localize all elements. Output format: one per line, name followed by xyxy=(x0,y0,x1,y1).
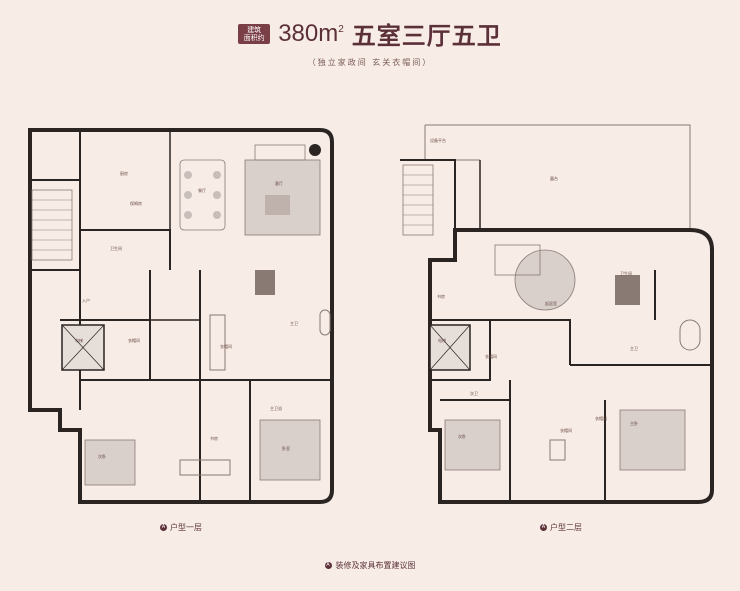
room-label: 衣帽间 xyxy=(595,415,607,421)
room-label: 主卫 xyxy=(630,345,638,351)
room-label: 设备平台 xyxy=(430,137,446,143)
floor-plan-1: 厨房 餐厅 客厅 保姆房 卫生间 入户 电梯 衣帽间 主卫 衣帽间 主卫浴 次卧… xyxy=(20,120,340,510)
layout-title: 五室三厅五卫 xyxy=(351,22,502,50)
footer-text: 装修及家具布置建议图 xyxy=(335,561,416,570)
floor-plan-1-drawing: 厨房 餐厅 客厅 保姆房 卫生间 入户 电梯 衣帽间 主卫 衣帽间 主卫浴 次卧… xyxy=(28,128,334,504)
room-label: 露台 xyxy=(550,175,558,181)
room-label: 卫生间 xyxy=(620,270,632,276)
floor-plan-2-drawing: 设备平台 露台 起居室 书房 卫生间 电梯 主卫 次卫 衣帽间 主卧 衣帽间 次… xyxy=(400,124,714,504)
header: 建筑 面积约 380m2 五室三厅五卫 （独立家政间 玄关衣帽间） xyxy=(0,16,740,68)
room-label: 书房 xyxy=(210,435,218,441)
room-label: 衣帽间 xyxy=(128,337,140,343)
room-label: 主卫 xyxy=(290,320,298,326)
room-label: 电梯 xyxy=(438,337,446,343)
room-label: 厨房 xyxy=(120,170,128,176)
room-label: 衣帽间 xyxy=(220,343,232,349)
room-label: 书房 xyxy=(437,293,445,299)
room-label: 卫生间 xyxy=(110,245,122,251)
room-label: 次卫 xyxy=(470,390,478,396)
layout-subtitle: （独立家政间 玄关衣帽间） xyxy=(307,58,433,67)
floor-plan-2-caption: A 户型二层 xyxy=(540,522,582,533)
area-badge: 建筑 面积约 xyxy=(238,23,271,44)
room-label: 次卧 xyxy=(98,453,106,459)
floor-plan-2-label: 户型二层 xyxy=(550,523,582,532)
footer-note: A 装修及家具布置建议图 xyxy=(0,560,740,571)
area-unit-sup: 2 xyxy=(338,23,344,35)
area-number: 380m xyxy=(278,19,339,47)
room-label: 餐厅 xyxy=(198,187,206,193)
room-label: 入户 xyxy=(82,297,90,303)
floor-plan-2: 设备平台 露台 起居室 书房 卫生间 电梯 主卫 次卫 衣帽间 主卧 衣帽间 次… xyxy=(400,120,720,510)
room-label: 衣帽间 xyxy=(560,427,572,433)
room-label: 衣帽间 xyxy=(485,353,497,359)
room-label: 主卧 xyxy=(630,420,638,426)
room-label: 主卫浴 xyxy=(270,405,282,411)
footer-marker-icon: A xyxy=(324,562,332,569)
floor-plan-1-caption: A 户型一层 xyxy=(160,522,202,533)
area-value: 380m2 xyxy=(278,20,344,48)
room-label: 电梯 xyxy=(75,337,83,343)
room-label: 客厅 xyxy=(275,180,283,186)
room-label: 次卧 xyxy=(458,433,466,439)
floor-plan-1-label: 户型一层 xyxy=(170,523,202,532)
room-label: 卧室 xyxy=(282,445,290,451)
room-label: 起居室 xyxy=(545,300,557,306)
title-row: 建筑 面积约 380m2 五室三厅五卫 xyxy=(0,16,740,51)
caption-marker-icon: A xyxy=(160,524,167,531)
room-label: 保姆房 xyxy=(130,200,142,206)
caption-marker-icon: A xyxy=(540,524,547,531)
